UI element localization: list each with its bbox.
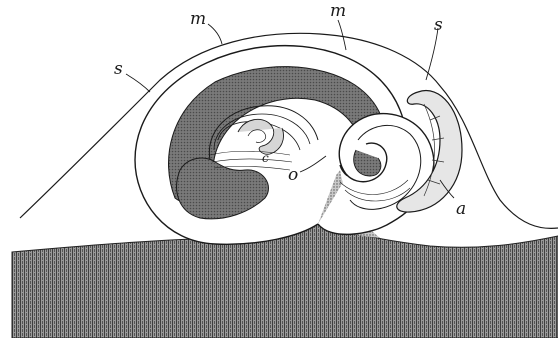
label-s-right: s	[434, 15, 443, 35]
label-a: a	[456, 199, 466, 219]
label-m-right: m	[330, 1, 346, 21]
label-s-left: s	[114, 59, 123, 79]
label-c: c	[262, 151, 269, 165]
base-tissue	[12, 224, 558, 338]
label-m-left: m	[190, 9, 206, 29]
label-o: o	[288, 165, 298, 185]
